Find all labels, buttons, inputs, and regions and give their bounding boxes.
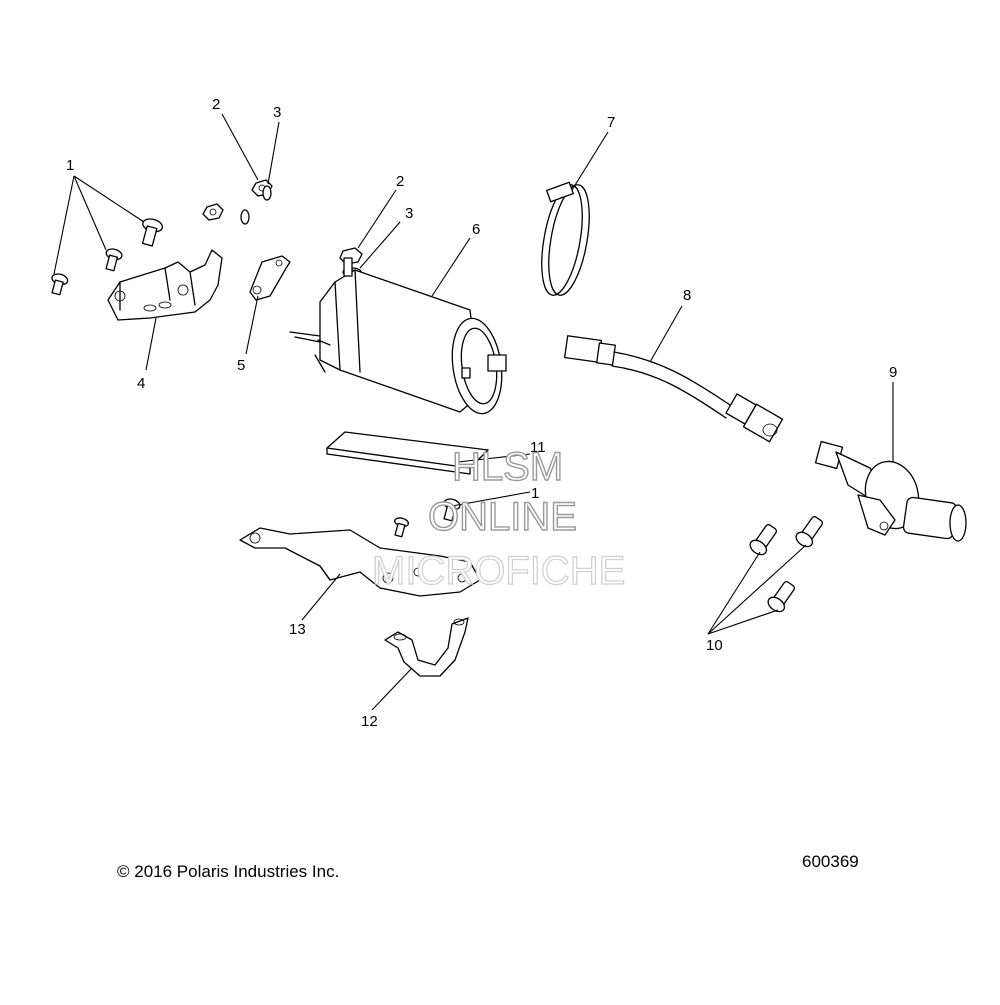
callout-10: 10 (706, 637, 723, 654)
part-10-screws (749, 516, 824, 613)
callout-8: 8 (683, 287, 691, 304)
watermark-line-1: HLSM (452, 445, 563, 489)
copyright-text: © 2016 Polaris Industries Inc. (117, 862, 339, 881)
part-1-bolt-middle (394, 498, 461, 538)
part-6-starter-motor (289, 257, 507, 415)
figure-number: 600369 (802, 852, 859, 871)
callout-11: 11 (530, 439, 546, 456)
callout-7: 7 (607, 114, 615, 131)
part-12-clamp (384, 617, 469, 677)
part-5-bracket (249, 255, 291, 301)
part-13-plate (239, 527, 481, 597)
callout-9: 9 (889, 364, 897, 381)
callout-13: 13 (289, 621, 306, 638)
callout-1-top: 1 (66, 157, 74, 174)
part-9-drive (814, 440, 967, 542)
callout-2-top-left: 2 (212, 96, 220, 113)
callout-12: 12 (361, 713, 378, 730)
callout-5: 5 (237, 357, 245, 374)
callout-3-motor: 3 (405, 205, 413, 222)
part-7-clamp (541, 181, 590, 296)
callout-3-top-left: 3 (273, 104, 281, 121)
callout-6: 6 (472, 221, 480, 238)
part-3-washers (240, 185, 362, 277)
callout-labels: 1 2 3 1 2 3 4 5 6 7 8 9 10 11 12 13 (66, 96, 897, 730)
part-11-pad (326, 431, 489, 475)
watermark-line-3: MICROFICHE (372, 549, 625, 593)
part-2-nuts (202, 179, 363, 265)
leader-lines (53, 113, 894, 711)
callout-4: 4 (137, 375, 145, 392)
callout-2-motor: 2 (396, 173, 404, 190)
part-8-cable (563, 335, 784, 443)
watermark-line-2: ONLINE (428, 495, 577, 539)
part-1-bolts (51, 218, 164, 296)
callout-1-middle: 1 (531, 485, 539, 502)
part-4-bracket (107, 249, 223, 321)
watermark: HLSM ONLINE MICROFICHE (371, 444, 626, 593)
